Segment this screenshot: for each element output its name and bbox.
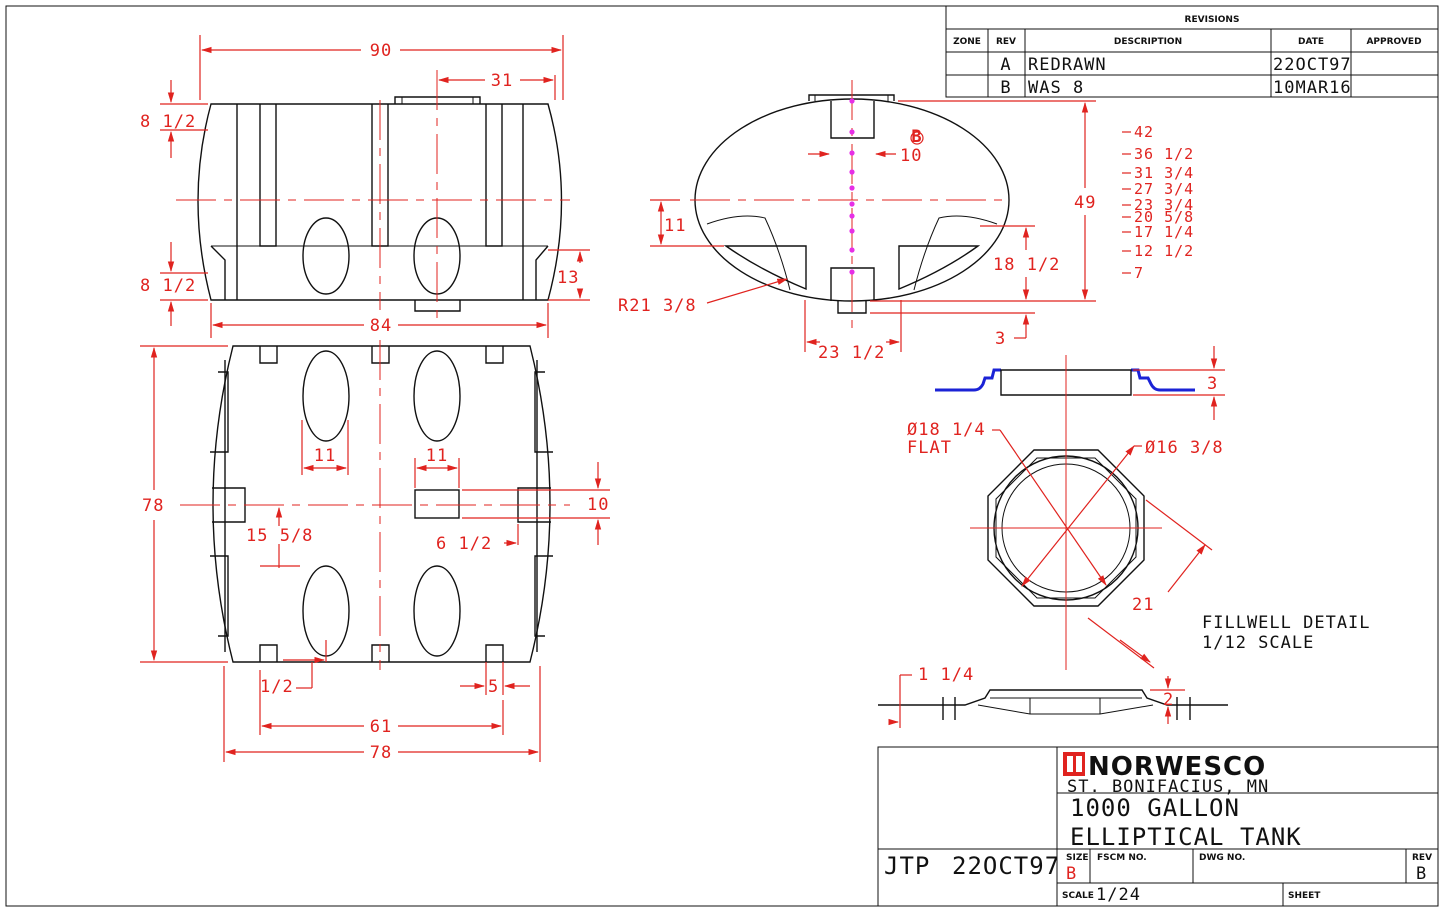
drawing-title-line-1: 1000 GALLON [1070, 794, 1240, 822]
gauge-tick [849, 201, 855, 207]
rev-label: REV [1412, 853, 1432, 863]
dim-fillwell-flat: Ø18 1/4 [907, 420, 986, 440]
revisions-header-date: DATE [1298, 37, 1324, 47]
dwg-label: DWG NO. [1199, 853, 1245, 863]
dim-bottom-band: 8 1/2 [140, 276, 196, 296]
dim-end-half-width: 23 1/2 [818, 343, 885, 363]
dim-fill-offset: 31 [491, 71, 513, 91]
dim-base-length: 84 [370, 316, 392, 336]
company-name: NORWESCO [1088, 752, 1266, 782]
sheet-label: SHEET [1288, 891, 1321, 901]
revision-rev: A [1000, 55, 1011, 75]
fscm-label: FSCM NO. [1097, 853, 1147, 863]
gauge-mark-label: 36 1/2 [1134, 145, 1194, 163]
revisions-header-description: DESCRIPTION [1114, 37, 1182, 47]
gauge-mark-label: 42 [1134, 123, 1154, 141]
dim-plan-end-notch: 5 [488, 677, 499, 697]
dim-end-height: 49 [1074, 193, 1096, 213]
gauge-tick [849, 169, 855, 175]
fillwell-profile-left [935, 368, 1001, 392]
drawing-title-line-2: ELLIPTICAL TANK [1070, 823, 1302, 851]
fillwell-detail: 3 Ø18 1/4 FLAT Ø16 3/8 21 FILLWELL DETAI… [878, 346, 1371, 728]
dim-plan-cutout-width: 11 [314, 446, 336, 466]
dim-end-fill-width: 10 [900, 146, 922, 166]
end-view: B 10 11 49 18 1/2 R21 3/8 23 1/2 3 [618, 80, 1194, 363]
gauge-tick [849, 185, 855, 191]
gauge-marks [849, 98, 855, 275]
rev-value: B [1416, 864, 1427, 884]
size-label: SIZE [1066, 853, 1089, 863]
dim-fillwell-flat-label: FLAT [907, 438, 952, 458]
revision-description: REDRAWN [1028, 55, 1107, 75]
gauge-mark-label: 12 1/2 [1134, 242, 1194, 260]
dim-fillwell-lip: 3 [1207, 374, 1218, 394]
dim-base-height: 13 [557, 268, 579, 288]
dim-end-radius: R21 3/8 [618, 296, 697, 316]
gauge-tick [849, 247, 855, 253]
dim-plan-center-offset: 15 5/8 [246, 526, 313, 546]
drawn-by: JTP [884, 852, 930, 880]
gauge-mark-label: 20 5/8 [1134, 208, 1194, 226]
revision-date: 22OCT97 [1273, 55, 1352, 75]
gauge-tick [849, 129, 855, 135]
dim-fill-width: 11 [426, 446, 448, 466]
gauge-tick [849, 150, 855, 156]
revisions-header-approved: APPROVED [1366, 37, 1421, 47]
scale-value: 1/24 [1096, 885, 1141, 905]
dim-plan-inner-length: 61 [370, 717, 392, 737]
dim-fillwell-ring-height: 2 [1163, 690, 1174, 710]
dim-fill-offset-x: 6 1/2 [436, 534, 492, 554]
dim-fillwell-across: 21 [1132, 595, 1154, 615]
gauge-mark-label: 27 3/4 [1134, 180, 1194, 198]
gauge-tick [849, 98, 855, 104]
dim-plan-notch: 1/2 [260, 677, 294, 697]
company-location: ST. BONIFACIUS, MN [1067, 777, 1269, 797]
dim-end-band: 11 [664, 216, 686, 236]
revision-marker-letter: B [911, 127, 922, 147]
revision-description: WAS 8 [1028, 78, 1084, 98]
revisions-header-rev: REV [996, 37, 1016, 47]
scale-label: SCALE [1062, 891, 1094, 901]
size-value: B [1066, 864, 1077, 884]
revisions-title: REVISIONS [1185, 15, 1240, 25]
revisions-header-zone: ZONE [953, 37, 981, 47]
dim-end-base: 3 [995, 329, 1006, 349]
revisions-table: REVISIONS ZONE REV DESCRIPTION DATE APPR… [945, 5, 1439, 98]
dim-top-band: 8 1/2 [140, 112, 196, 132]
revision-marker-icon [910, 131, 924, 145]
dim-plan-width: 78 [142, 496, 164, 516]
gauge-mark-label: 17 1/4 [1134, 223, 1194, 241]
gauge-mark-label: 7 [1134, 264, 1144, 282]
revision-date: 10MAR16 [1273, 78, 1352, 98]
dim-fillwell-diameter: Ø16 3/8 [1145, 438, 1224, 458]
gauge-tick [849, 269, 855, 275]
dim-top-overall: 90 [370, 41, 392, 61]
side-elevation-view: 90 31 8 1/2 8 1/2 13 84 [140, 35, 590, 338]
fillwell-detail-title: FILLWELL DETAIL [1202, 613, 1371, 633]
fillwell-detail-scale: 1/12 SCALE [1202, 633, 1314, 653]
gauge-tick [849, 228, 855, 234]
norwesco-logo-icon [1063, 752, 1085, 776]
gauge-mark-label: 23 3/4 [1134, 196, 1194, 214]
drawn-date: 22OCT97 [952, 852, 1060, 880]
title-block: NORWESCO ST. BONIFACIUS, MN 1000 GALLON … [877, 746, 1439, 907]
fillwell-profile-right [1131, 368, 1195, 392]
dim-end-leg-height: 18 1/2 [993, 255, 1060, 275]
plan-view: 78 11 11 15 5/8 6 1/2 10 1/2 [140, 340, 610, 763]
dim-plan-length: 78 [370, 743, 392, 763]
sheet-border [5, 5, 1439, 907]
gauge-tick [849, 213, 855, 219]
dim-fillwell-ring-offset: 1 1/4 [918, 665, 974, 685]
gauge-mark-label: 31 3/4 [1134, 164, 1194, 182]
revision-rev: B [1000, 78, 1011, 98]
dim-fill-plan-depth: 10 [587, 495, 609, 515]
